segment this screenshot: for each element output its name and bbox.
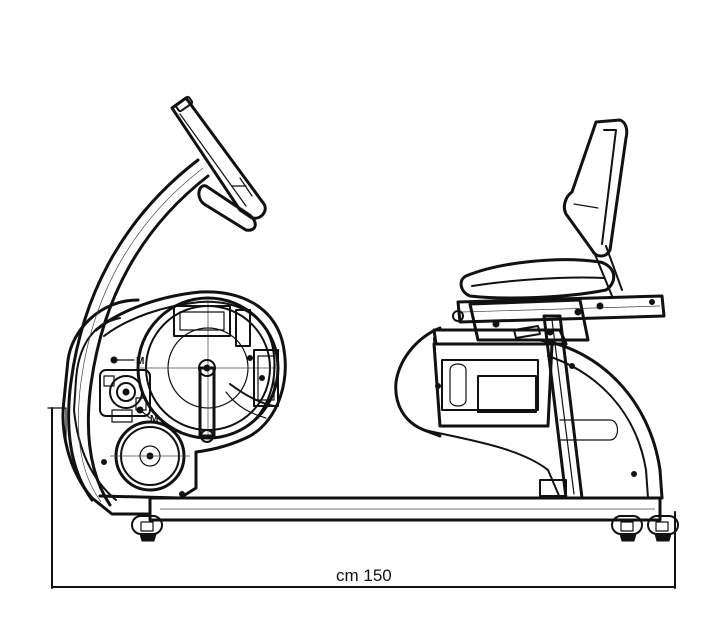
drive-housing [94,290,287,500]
motor-assembly: M M [99,356,158,425]
motor-marker-bottom: M [150,414,158,425]
seat-cushion [459,258,616,300]
handlebar [197,177,257,232]
dimension-line: cm 150 [51,407,676,589]
console [170,95,267,220]
motor-marker-top: M [136,356,144,367]
rear-foot-right [647,515,679,542]
console-mast [67,158,210,507]
crank-arm [198,359,216,443]
backrest [562,118,629,297]
base-rail [148,496,662,522]
seat-frame [394,314,664,500]
front-foot [131,515,163,542]
rear-foot-left [611,515,643,542]
seat-rail [452,294,666,342]
lower-pulley [101,420,190,497]
dimension-label: cm 150 [336,566,392,585]
